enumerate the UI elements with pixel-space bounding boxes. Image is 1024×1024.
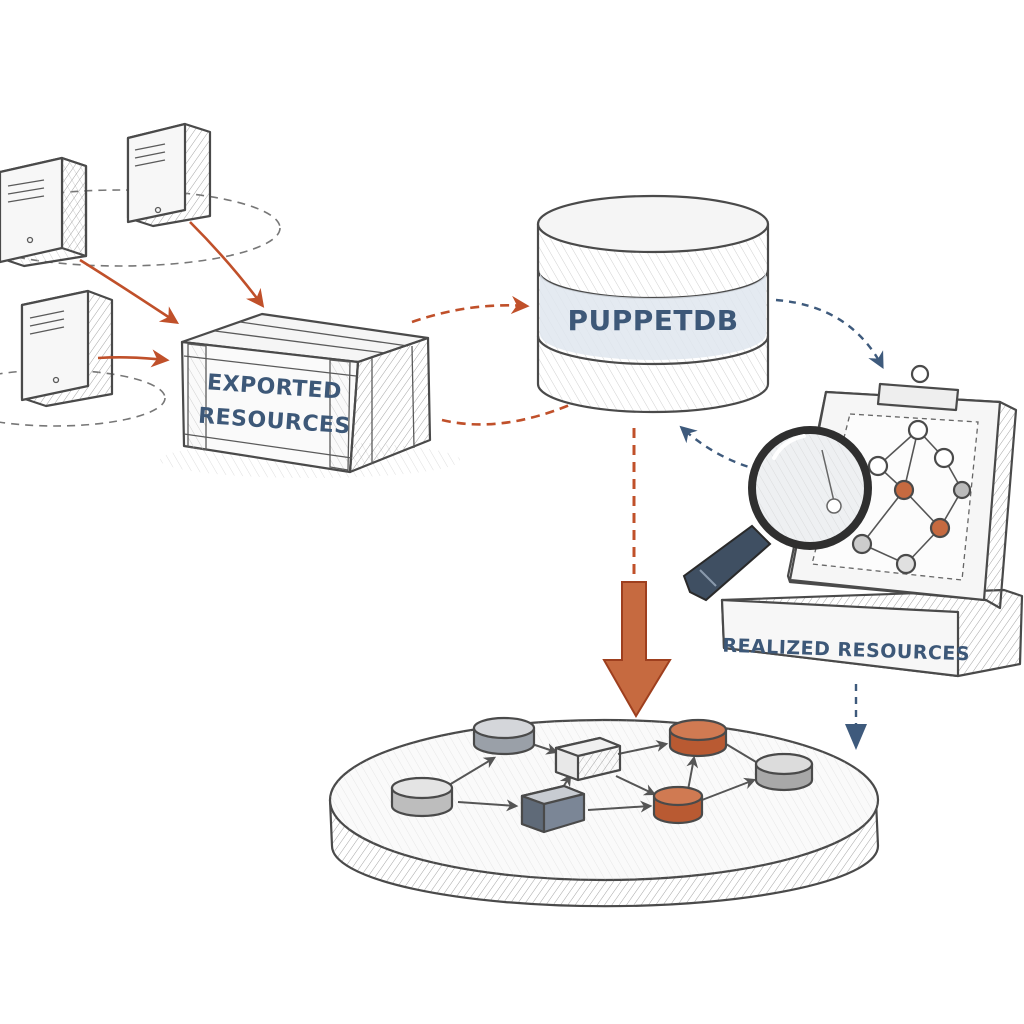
graph-node <box>907 419 929 441</box>
arrow-puppetdb-to-query <box>775 298 884 369</box>
server-1-power-icon <box>26 236 34 244</box>
graph-node <box>867 455 889 477</box>
arrow-puppetdb-to-crate <box>441 402 573 426</box>
catalog-node-highlight <box>652 785 704 825</box>
graph-node <box>933 447 955 469</box>
arrow-server1-to-crate <box>79 258 180 325</box>
catalog-graph-edges <box>443 740 757 813</box>
magnifying-glass-icon <box>682 426 872 602</box>
catalog-node-box <box>520 784 586 834</box>
arrow-puppetdb-to-catalog-head <box>602 581 672 718</box>
catalog-node-highlight <box>668 718 728 758</box>
server-3 <box>0 289 166 427</box>
server-3-power-icon <box>52 376 60 384</box>
graph-node <box>851 533 873 555</box>
clipboard-clip <box>876 382 960 412</box>
graph-node-highlight <box>893 479 915 501</box>
puppetdb-cylinder: PUPPETDB <box>536 194 770 414</box>
arrow-server3-to-crate <box>97 349 170 368</box>
arrow-query-to-puppetdb <box>679 425 761 472</box>
magnifier-handle <box>682 524 772 602</box>
exported-resources-crate: EXPORTED RESOURCES <box>160 312 460 478</box>
catalog-platform <box>328 716 880 908</box>
cylinder-top <box>536 194 770 254</box>
server-1 <box>0 156 281 268</box>
crate-side <box>348 336 432 474</box>
server-2-power-icon <box>154 206 162 214</box>
puppetdb-label: PUPPETDB <box>567 304 738 337</box>
cylinder-label-band <box>540 272 766 360</box>
server-1-orbit <box>0 189 281 267</box>
graph-node <box>895 553 917 575</box>
realized-base-front <box>720 598 960 678</box>
catalog-node <box>472 716 536 756</box>
server-2 <box>126 122 212 228</box>
catalog-node-box <box>554 736 622 782</box>
arrow-server2-to-crate <box>189 221 265 308</box>
catalog-node <box>754 752 814 792</box>
graph-node-highlight <box>929 517 951 539</box>
arrow-crate-to-puppetdb <box>411 295 530 324</box>
catalog-node <box>390 776 454 818</box>
graph-node <box>952 480 972 500</box>
